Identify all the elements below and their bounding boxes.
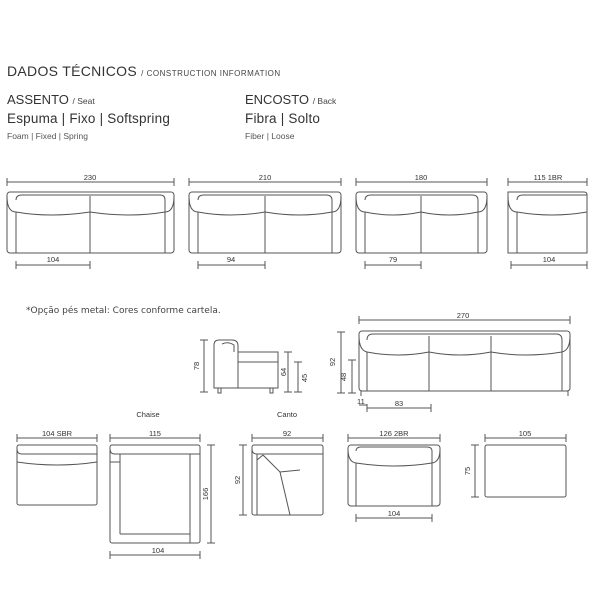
dim-chaise-seat: 104 — [152, 546, 165, 555]
dim-230-seat: 104 — [47, 255, 60, 264]
corner-label: Canto — [277, 410, 297, 419]
seat-values: Espuma | Fixo | Softspring — [7, 111, 171, 126]
dim-corner-width: 92 — [283, 429, 291, 438]
dim-270-leg: 11 — [357, 397, 365, 406]
dim-chaise-width: 115 — [149, 429, 161, 438]
chaise-label: Chaise — [136, 410, 159, 419]
dim-210-seat: 94 — [227, 255, 235, 264]
dim-chaise-depth: 166 — [201, 488, 210, 501]
metal-feet-note: *Opção pés metal: Cores conforme cartela… — [26, 306, 221, 316]
sofa-270-front: 270 92 48 11 83 — [328, 311, 571, 412]
sofa-210-plan: 210 94 — [188, 173, 342, 269]
sofa-180-plan: 180 79 — [355, 173, 488, 269]
module-126-2br-plan: 126 2BR 104 — [347, 429, 441, 522]
seat-values-en: Foam | Fixed | Spring — [7, 131, 88, 141]
seat-heading-en: / Seat — [72, 96, 95, 106]
dim-104-sbr: 104 SBR — [42, 429, 73, 438]
dim-side-arm: 64 — [279, 368, 288, 376]
corner-plan: Canto 92 92 — [233, 410, 324, 516]
back-values: Fibra | Solto — [245, 111, 321, 126]
dim-pouf-depth: 75 — [463, 467, 472, 475]
side-view: 78 64 45 — [192, 339, 309, 394]
seat-heading-row: ASSENTO / Seat — [7, 92, 170, 107]
seat-heading: ASSENTO — [7, 92, 69, 107]
dim-180-seat: 79 — [389, 255, 397, 264]
dim-210: 210 — [259, 173, 272, 182]
back-heading-en: / Back — [312, 96, 337, 106]
chaise-plan: Chaise 115 166 104 — [109, 410, 215, 559]
dim-pouf-width: 105 — [519, 429, 532, 438]
dim-corner-depth: 92 — [233, 476, 242, 484]
dim-115-1br: 115 1BR — [534, 173, 563, 182]
dim-126-2br: 126 2BR — [379, 429, 409, 438]
seat-spec: ASSENTO / Seat Espuma | Fixo | Softsprin… — [7, 92, 170, 141]
dim-115-seat: 104 — [543, 255, 556, 264]
page-title: DADOS TÉCNICOS / CONSTRUCTION INFORMATIO… — [7, 63, 281, 79]
pouf-plan: 105 75 — [463, 429, 567, 498]
module-104-sbr-plan: 104 SBR — [16, 429, 98, 506]
back-values-en: Fiber | Loose — [245, 131, 295, 141]
dim-270-height: 92 — [328, 358, 337, 366]
title-main: DADOS TÉCNICOS — [7, 63, 137, 79]
module-115-1br-plan: 115 1BR 104 — [507, 173, 588, 269]
title-subtitle: / CONSTRUCTION INFORMATION — [141, 69, 281, 78]
back-spec: ENCOSTO / Back Fibra | Solto Fiber | Loo… — [245, 92, 336, 141]
dim-270-cushion: 83 — [395, 399, 403, 408]
dim-230: 230 — [84, 173, 97, 182]
dim-270: 270 — [457, 311, 470, 320]
back-heading: ENCOSTO — [245, 92, 310, 107]
dim-side-seat: 45 — [300, 374, 309, 382]
dim-180: 180 — [415, 173, 428, 182]
dim-270-back: 48 — [339, 373, 348, 381]
back-heading-row: ENCOSTO / Back — [245, 92, 336, 107]
sofa-230-plan: 230 104 — [6, 173, 175, 269]
dim-side-height: 78 — [192, 362, 201, 370]
dim-126-seat: 104 — [388, 509, 401, 518]
